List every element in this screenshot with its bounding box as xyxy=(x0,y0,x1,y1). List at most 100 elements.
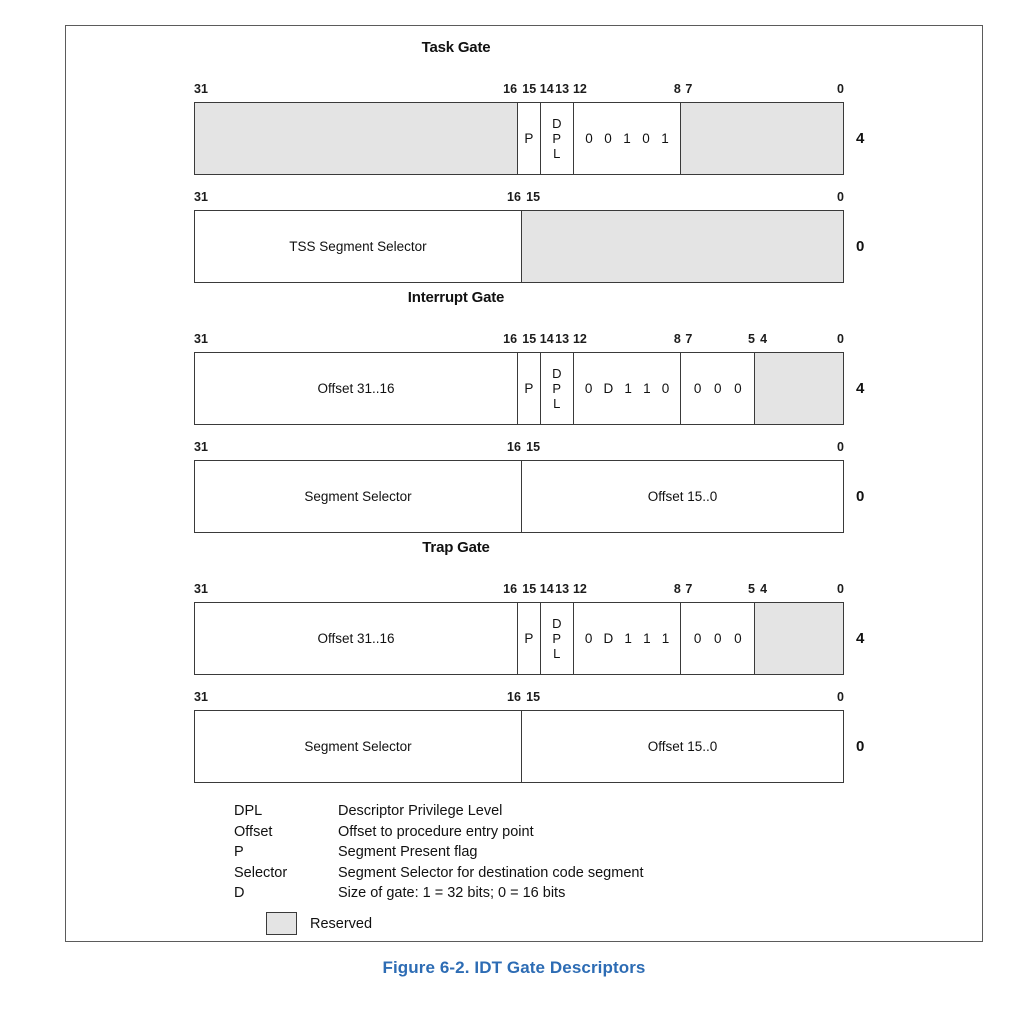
bit-digit: 1 xyxy=(643,631,651,646)
bit-tick-31: 31 xyxy=(194,690,208,704)
gate-title: Trap Gate xyxy=(422,539,490,556)
bit-tick-7: 7 xyxy=(685,582,693,596)
dpl-letter: P xyxy=(552,630,562,646)
bit-tick-31: 31 xyxy=(194,332,208,346)
legend-term: DPL xyxy=(234,803,263,819)
bit-digit: 0 xyxy=(693,631,702,646)
legend-description: Segment Selector for destination code se… xyxy=(338,864,644,881)
bit-tick-0: 0 xyxy=(837,332,844,346)
named-field: P xyxy=(517,103,540,174)
bit-tick-7: 7 xyxy=(685,82,693,96)
bit-digit: 1 xyxy=(661,631,670,646)
bit-tick-4: 4 xyxy=(760,582,768,596)
bit-tick-0: 0 xyxy=(837,690,844,704)
bit-tick-31: 31 xyxy=(194,190,208,204)
bit-tick-8: 8 xyxy=(673,582,681,596)
bit-digit: 0 xyxy=(693,381,702,396)
named-field: Segment Selector xyxy=(195,711,521,782)
field-label: Segment Selector xyxy=(304,739,412,754)
bit-tick-13: 13 xyxy=(555,332,570,346)
bit-tick-5: 5 xyxy=(747,582,755,596)
bit-tick-4: 4 xyxy=(760,332,768,346)
bit-digit: 0 xyxy=(584,631,593,646)
bit-tick-5: 5 xyxy=(747,332,755,346)
bit-tick-16: 16 xyxy=(507,190,521,204)
register-row: 31 16 15 0 Segment Selector Offset 15..0 0 xyxy=(194,690,864,783)
figure-caption: Figure 6-2. IDT Gate Descriptors xyxy=(382,958,646,977)
field-label: Offset 31..16 xyxy=(317,631,395,646)
dpl-letter: D xyxy=(552,365,562,381)
bit-tick-31: 31 xyxy=(194,82,208,96)
legend-description: Segment Present flag xyxy=(338,844,478,861)
bit-digit: 0 xyxy=(585,131,593,146)
named-field: Offset 15..0 xyxy=(520,711,843,782)
bit-digit: 1 xyxy=(623,131,631,146)
bit-tick-14: 14 xyxy=(539,582,554,596)
legend-description: Offset to procedure entry point xyxy=(338,823,534,840)
bit-tick-14: 14 xyxy=(539,332,554,346)
legend-term: D xyxy=(234,885,245,902)
dpl-letter: D xyxy=(552,615,562,631)
legend-description: Size of gate: 1 = 32 bits; 0 = 16 bits xyxy=(338,885,566,902)
bit-tick-0: 0 xyxy=(837,82,844,96)
field-label: Offset 15..0 xyxy=(647,489,718,504)
reserved-swatch-icon xyxy=(266,912,297,935)
register-box: Segment Selector Offset 15..0 xyxy=(194,460,844,533)
bit-tick-16: 16 xyxy=(507,440,521,454)
legend-term: Selector xyxy=(234,864,288,881)
dpl-letter: L xyxy=(553,396,561,412)
field-label: P xyxy=(524,381,534,396)
bit-tick-0: 0 xyxy=(837,190,844,204)
gate-title: Task Gate xyxy=(421,39,491,56)
bit-digit: 0 xyxy=(734,381,742,396)
reserved-field xyxy=(520,211,843,282)
legend-row: D Size of gate: 1 = 32 bits; 0 = 16 bits xyxy=(234,883,643,904)
field-label: TSS Segment Selector xyxy=(289,239,427,254)
bit-digit: D xyxy=(603,631,614,646)
bit-tick-15: 15 xyxy=(526,690,541,704)
bit-tick-16: 16 xyxy=(507,690,521,704)
bit-number-ticks: 31 16 15 0 xyxy=(194,690,844,708)
dpl-letter: L xyxy=(553,646,561,662)
reserved-field xyxy=(754,353,843,424)
bit-tick-14: 14 xyxy=(539,82,554,96)
bit-digit: 0 xyxy=(734,631,742,646)
byte-offset-label: 0 xyxy=(856,488,865,505)
bit-tick-13: 13 xyxy=(555,582,570,596)
bit-digit: 0 xyxy=(661,381,670,396)
byte-offset-label: 4 xyxy=(856,130,865,147)
named-field: P xyxy=(517,353,540,424)
bit-tick-0: 0 xyxy=(837,582,844,596)
legend-reserved-key: Reserved xyxy=(266,912,372,935)
field-label: Segment Selector xyxy=(304,489,412,504)
field-label: Offset 15..0 xyxy=(647,739,718,754)
reserved-field xyxy=(680,103,843,174)
bit-tick-13: 13 xyxy=(555,82,570,96)
byte-offset-label: 0 xyxy=(856,238,865,255)
bit-tick-31: 31 xyxy=(194,440,208,454)
reserved-field xyxy=(195,103,518,174)
